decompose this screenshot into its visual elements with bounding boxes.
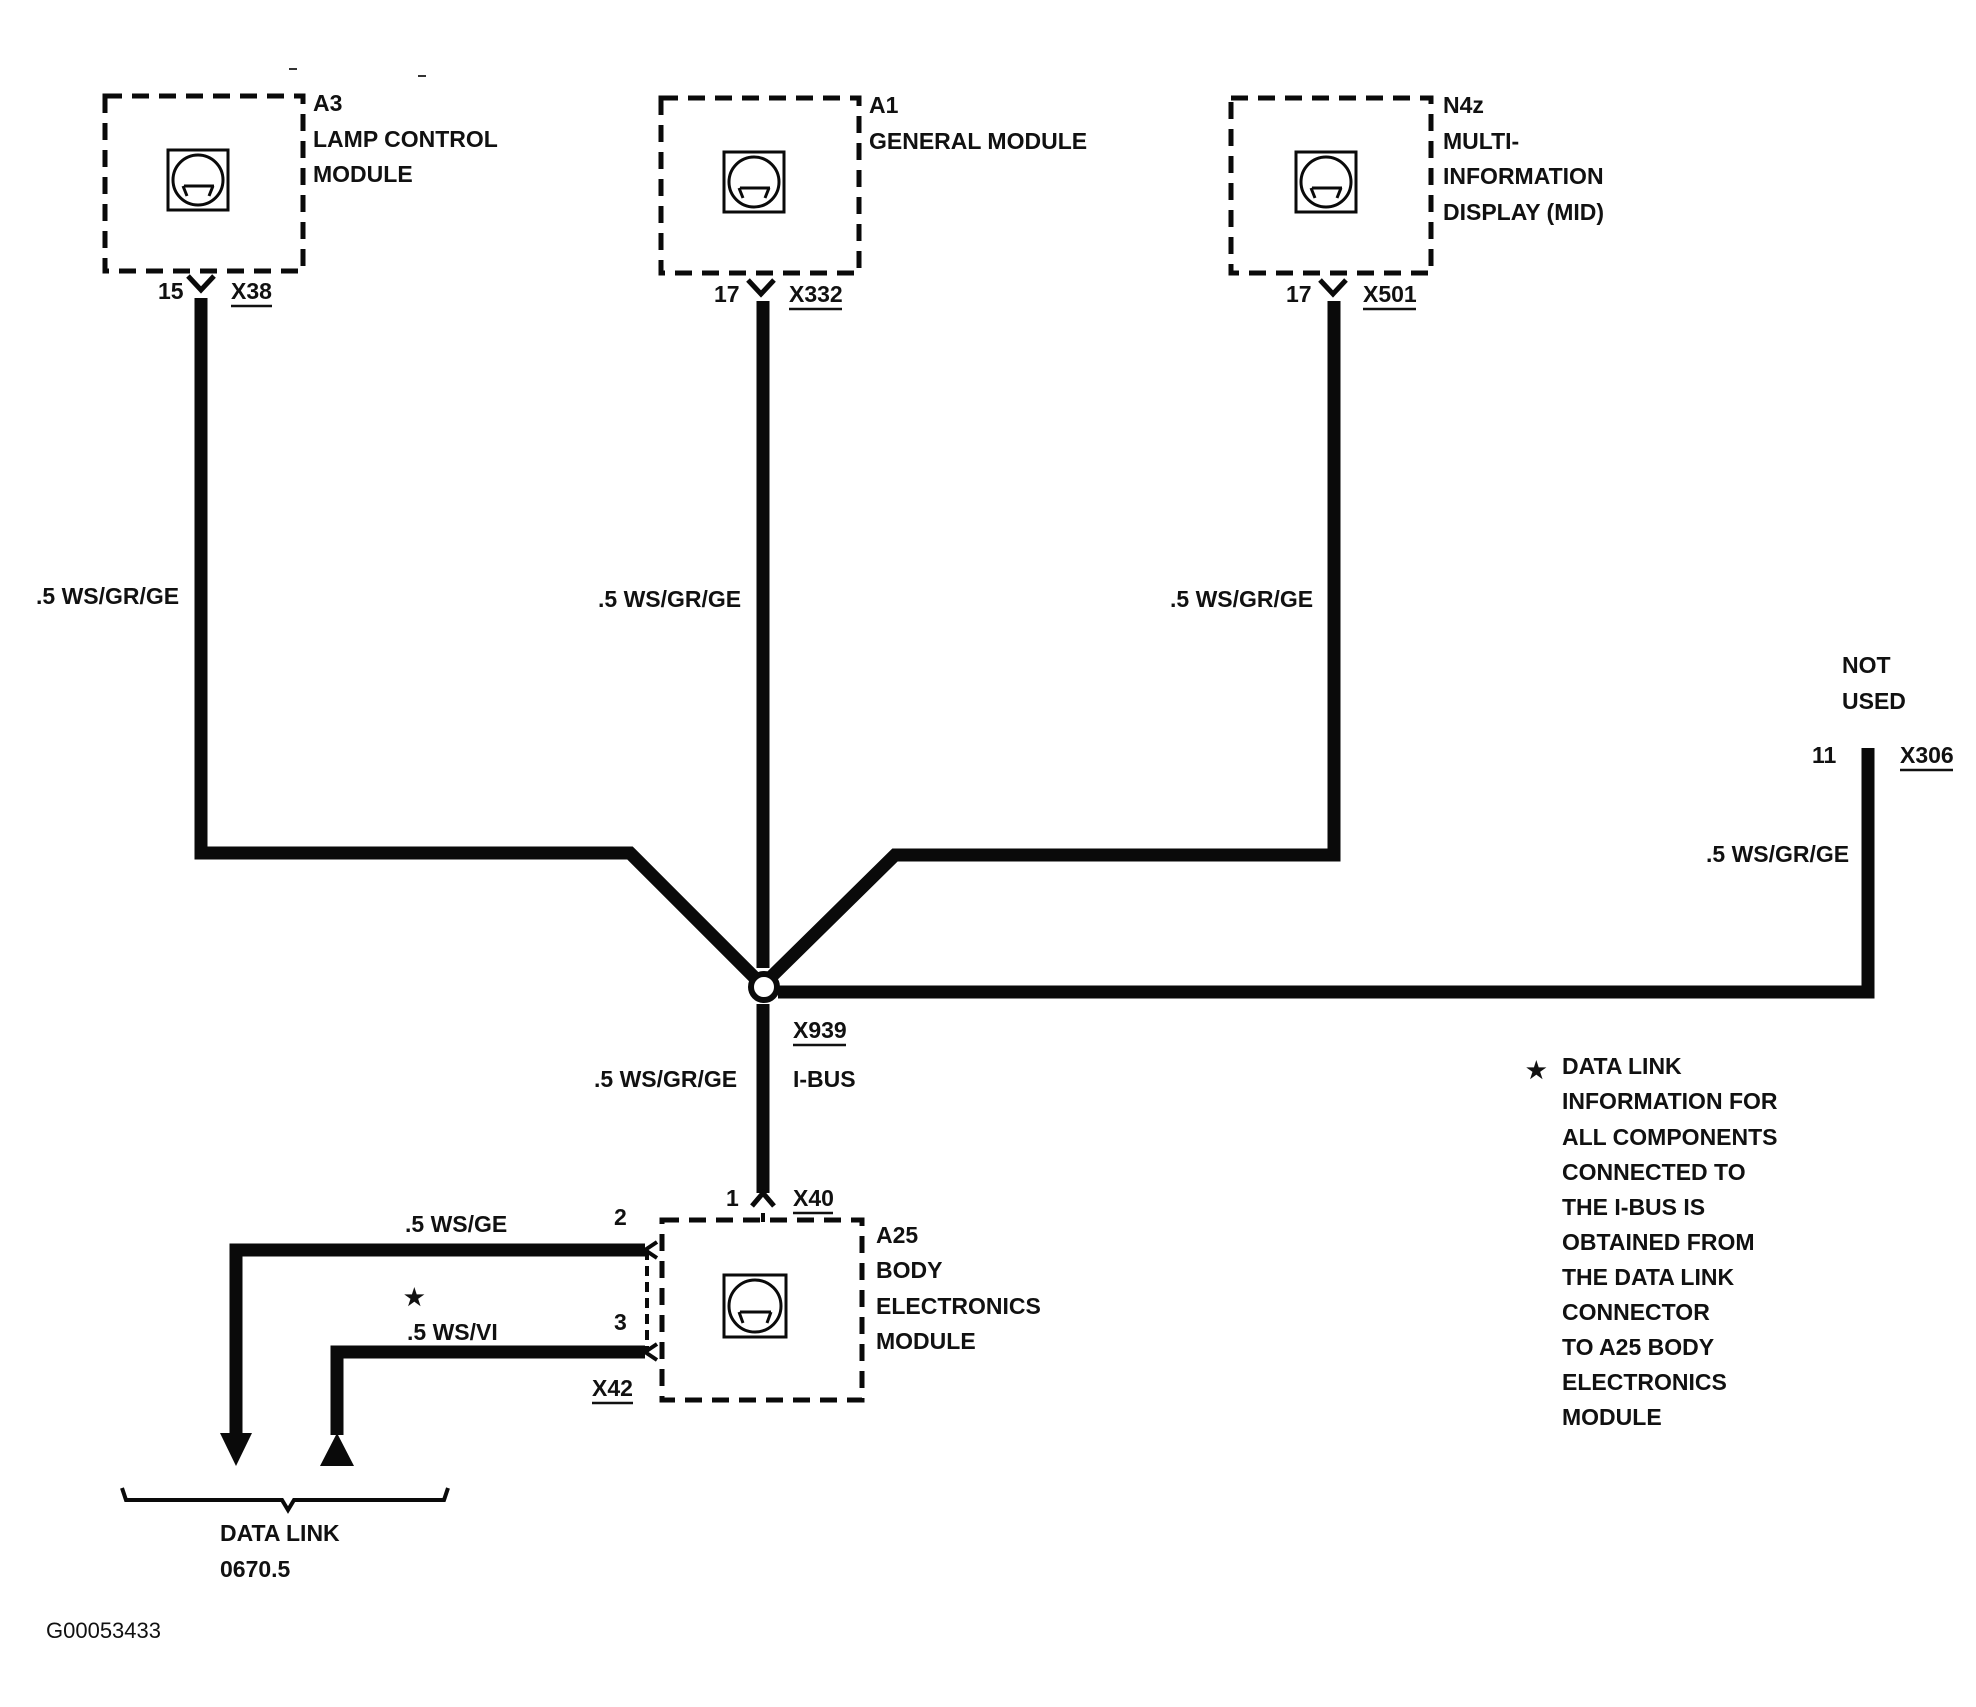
note-line-2: INFORMATION FOR <box>1562 1088 1778 1114</box>
n4z-name-line-2: INFORMATION <box>1443 163 1604 189</box>
a25-name-line-1: BODY <box>876 1257 942 1283</box>
component-a1: A1 GENERAL MODULE 17 X332 <box>658 92 1087 311</box>
note-line-5: THE I-BUS IS <box>1562 1194 1705 1220</box>
note-line-8: CONNECTOR <box>1562 1299 1710 1325</box>
a1-name-line-1: GENERAL MODULE <box>869 128 1087 154</box>
wire-ws-ge-label: .5 WS/GE <box>405 1211 507 1237</box>
a25-connector-top: X40 <box>793 1185 834 1211</box>
n4z-terminal-icon <box>1318 278 1348 298</box>
note-line-1: DATA LINK <box>1562 1053 1682 1079</box>
note-star-icon: ★ <box>1526 1057 1547 1083</box>
wire-a1-label: .5 WS/GR/GE <box>598 586 741 612</box>
note-line-6: OBTAINED FROM <box>1562 1229 1755 1255</box>
wire-a3-label: .5 WS/GR/GE <box>36 583 179 609</box>
a1-module-outline <box>658 95 862 276</box>
wire-ws-ge <box>229 1243 645 1433</box>
not-used-x306: NOT USED 11 X306 <box>1812 652 1954 772</box>
wire-n4z-to-splice <box>765 301 1341 983</box>
x306-pin: 11 <box>1812 742 1837 768</box>
wire-a3-to-splice <box>194 298 767 990</box>
splice-id: X939 <box>793 1017 847 1043</box>
a25-name-line-2: ELECTRONICS <box>876 1293 1041 1319</box>
a3-terminal-icon <box>186 274 216 294</box>
data-link-line-1: DATA LINK <box>220 1520 340 1546</box>
note-line-7: THE DATA LINK <box>1562 1264 1734 1290</box>
a3-module-outline <box>102 93 306 274</box>
arrow-down-icon <box>220 1433 252 1466</box>
wire-ws-vi-label: .5 WS/VI <box>407 1319 498 1345</box>
splice-node-icon <box>748 971 780 1003</box>
note-line-3: ALL COMPONENTS <box>1562 1124 1778 1150</box>
figure-id: G00053433 <box>46 1618 161 1643</box>
a25-pin-3: 3 <box>614 1309 627 1335</box>
splice-x939: X939 I-BUS <box>748 971 856 1092</box>
note-line-11: MODULE <box>1562 1404 1662 1430</box>
a25-pin-top: 1 <box>726 1185 739 1211</box>
star-marker-icon: ★ <box>404 1284 425 1310</box>
a25-top-terminal-icon <box>750 1189 776 1208</box>
a25-connector-side: X42 <box>592 1375 633 1401</box>
a25-module-outline <box>659 1217 865 1403</box>
wire-x306-label: .5 WS/GR/GE <box>1706 841 1849 867</box>
module-symbol-icon <box>1294 150 1358 214</box>
wire-ws-vi <box>330 1345 645 1435</box>
component-a3: A3 LAMP CONTROL MODULE 15 X38 <box>102 90 498 308</box>
component-n4z: N4z MULTI- INFORMATION DISPLAY (MID) 17 … <box>1228 92 1604 311</box>
a3-name-line-2: MODULE <box>313 161 413 187</box>
a1-connector: X332 <box>789 281 843 307</box>
a1-terminal-icon <box>746 278 776 298</box>
data-link-line-2: 0670.5 <box>220 1556 291 1582</box>
n4z-id: N4z <box>1443 92 1484 118</box>
module-symbol-icon <box>722 1273 788 1339</box>
a25-pin-2: 2 <box>614 1204 627 1230</box>
a3-pin: 15 <box>158 278 184 304</box>
n4z-connector: X501 <box>1363 281 1417 307</box>
a25-name-line-3: MODULE <box>876 1328 976 1354</box>
n4z-name-line-1: MULTI- <box>1443 128 1519 154</box>
a1-id: A1 <box>869 92 899 118</box>
not-used-line-1: NOT <box>1842 652 1891 678</box>
note-line-9: TO A25 BODY <box>1562 1334 1714 1360</box>
component-a25: 1 X40 A25 BODY ELECTRONICS MODULE 2 3 X4… <box>592 1185 1041 1405</box>
module-symbol-icon <box>166 148 230 212</box>
n4z-module-outline <box>1228 95 1434 276</box>
a25-id: A25 <box>876 1222 918 1248</box>
note-line-10: ELECTRONICS <box>1562 1369 1727 1395</box>
a3-connector: X38 <box>231 278 272 304</box>
a3-name-line-1: LAMP CONTROL <box>313 126 498 152</box>
x306-connector: X306 <box>1900 742 1954 768</box>
module-symbol-icon <box>722 150 786 214</box>
a1-pin: 17 <box>714 281 740 307</box>
wire-n4z-label: .5 WS/GR/GE <box>1170 586 1313 612</box>
wire-x306-to-splice <box>778 748 1875 999</box>
data-link-note: ★ DATA LINK INFORMATION FOR ALL COMPONEN… <box>1526 1053 1778 1430</box>
wire-a25-label: .5 WS/GR/GE <box>594 1066 737 1092</box>
bus-name: I-BUS <box>793 1066 856 1092</box>
a3-id: A3 <box>313 90 342 116</box>
n4z-name-line-3: DISPLAY (MID) <box>1443 199 1604 225</box>
not-used-line-2: USED <box>1842 688 1906 714</box>
data-link: DATA LINK 0670.5 <box>120 1487 450 1582</box>
n4z-pin: 17 <box>1286 281 1312 307</box>
data-link-bracket <box>120 1487 450 1514</box>
note-line-4: CONNECTED TO <box>1562 1159 1746 1185</box>
arrow-up-icon <box>320 1433 354 1466</box>
